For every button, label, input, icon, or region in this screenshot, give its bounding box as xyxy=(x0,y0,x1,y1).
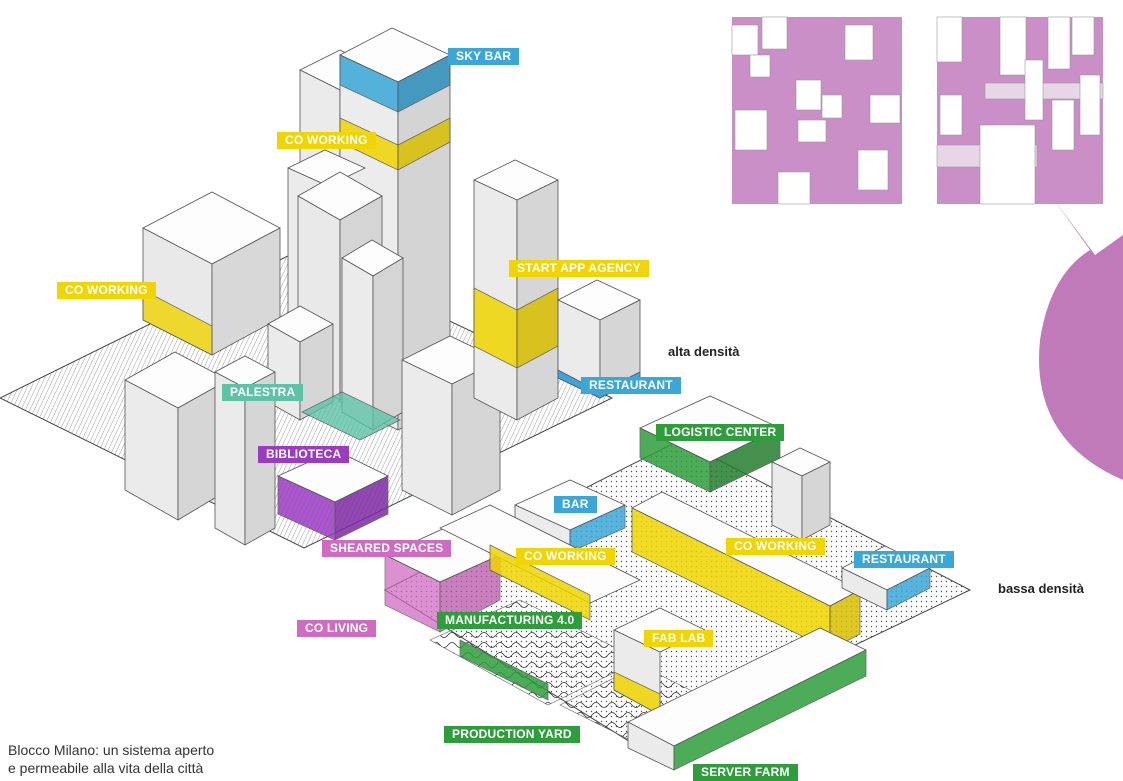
tag-logistic-center: LOGISTIC CENTER xyxy=(656,424,785,441)
tag-server-farm: SERVER FARM xyxy=(693,764,798,781)
tag-restaurant-high: RESTAURANT xyxy=(581,377,681,394)
caption: Blocco Milano: un sistema aperto e perme… xyxy=(8,741,248,777)
bubble-line-2: SU xyxy=(1042,267,1123,298)
label-low-density: bassa densità xyxy=(998,581,1084,596)
tag-fab-lab: FAB LAB xyxy=(644,630,714,647)
caption-line-2: e permeabile alla vita della città xyxy=(8,760,204,776)
tag-palestra: PALESTRA xyxy=(222,384,304,401)
tag-co-working-mid: CO WORKING xyxy=(516,548,615,565)
plan-diagram-1 xyxy=(731,16,902,205)
bubble-text-block: 2 SU P A PU xyxy=(1040,236,1123,456)
plan-diagram-2 xyxy=(936,16,1104,205)
tag-restaurant-low: RESTAURANT xyxy=(854,551,954,568)
caption-line-1: Blocco Milano: un sistema aperto xyxy=(8,742,215,758)
tag-start-app-agency: START APP AGENCY xyxy=(509,260,649,277)
bubble-line-3: P xyxy=(1042,298,1123,329)
bubble-line-1: 2 xyxy=(1042,236,1123,267)
tag-co-working-tower: CO WORKING xyxy=(277,132,376,149)
bubble-line-4: A xyxy=(1042,329,1123,360)
tag-sheared-spaces: SHEARED SPACES xyxy=(322,540,452,557)
tag-co-living: CO LIVING xyxy=(297,620,377,637)
tag-production-yard: PRODUCTION YARD xyxy=(444,726,580,743)
tag-biblioteca: BIBLIOTECA xyxy=(258,446,350,463)
label-high-density: alta densità xyxy=(668,344,740,359)
speech-bubble xyxy=(1039,197,1123,480)
tag-co-working-left: CO WORKING xyxy=(57,282,156,299)
bubble-line-5: PU xyxy=(1042,360,1123,391)
tag-sky-bar: SKY BAR xyxy=(448,48,520,65)
tag-co-working-right: CO WORKING xyxy=(726,538,825,555)
tag-manufacturing: MANUFACTURING 4.0 xyxy=(437,612,583,629)
tag-bar: BAR xyxy=(554,496,597,513)
